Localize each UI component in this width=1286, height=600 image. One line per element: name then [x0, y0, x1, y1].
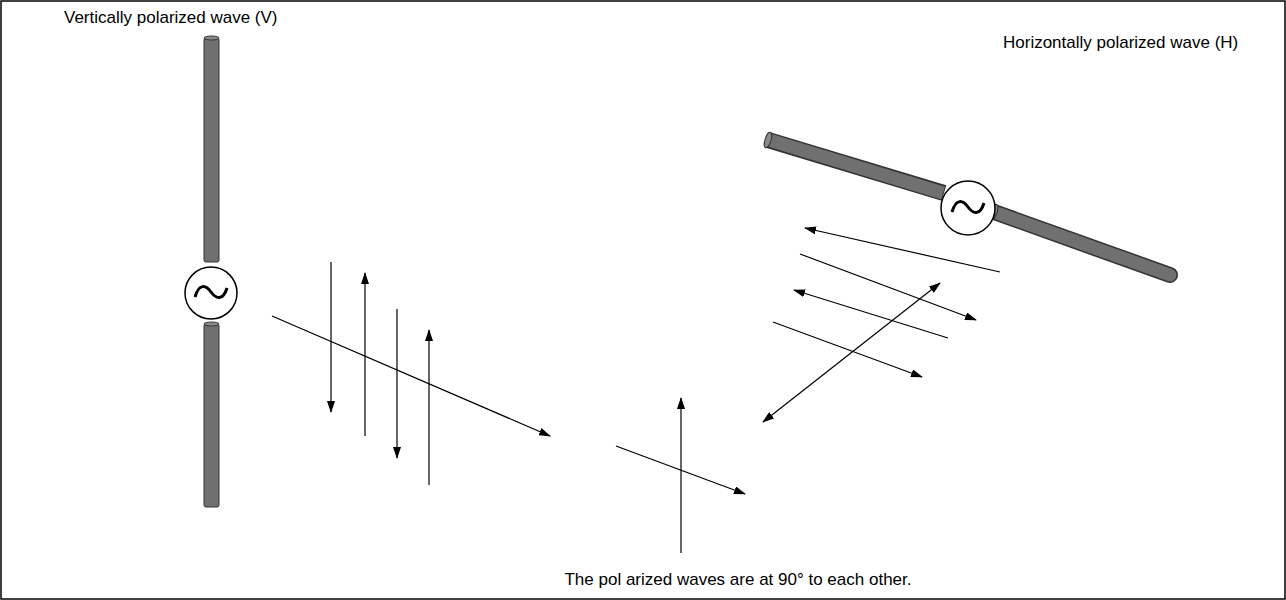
title-label: Vertically polarized wave (V): [64, 8, 278, 28]
vertical-field-arrows: [272, 262, 745, 553]
horizontal-field-arrows: [763, 228, 1000, 422]
caption-note: The pol arized waves are at 90° to each …: [564, 570, 911, 590]
title-label: Horizontally polarized wave (H): [1003, 33, 1238, 53]
vertical-dipole: [185, 36, 237, 507]
horizontal-dipole: [763, 131, 1170, 275]
